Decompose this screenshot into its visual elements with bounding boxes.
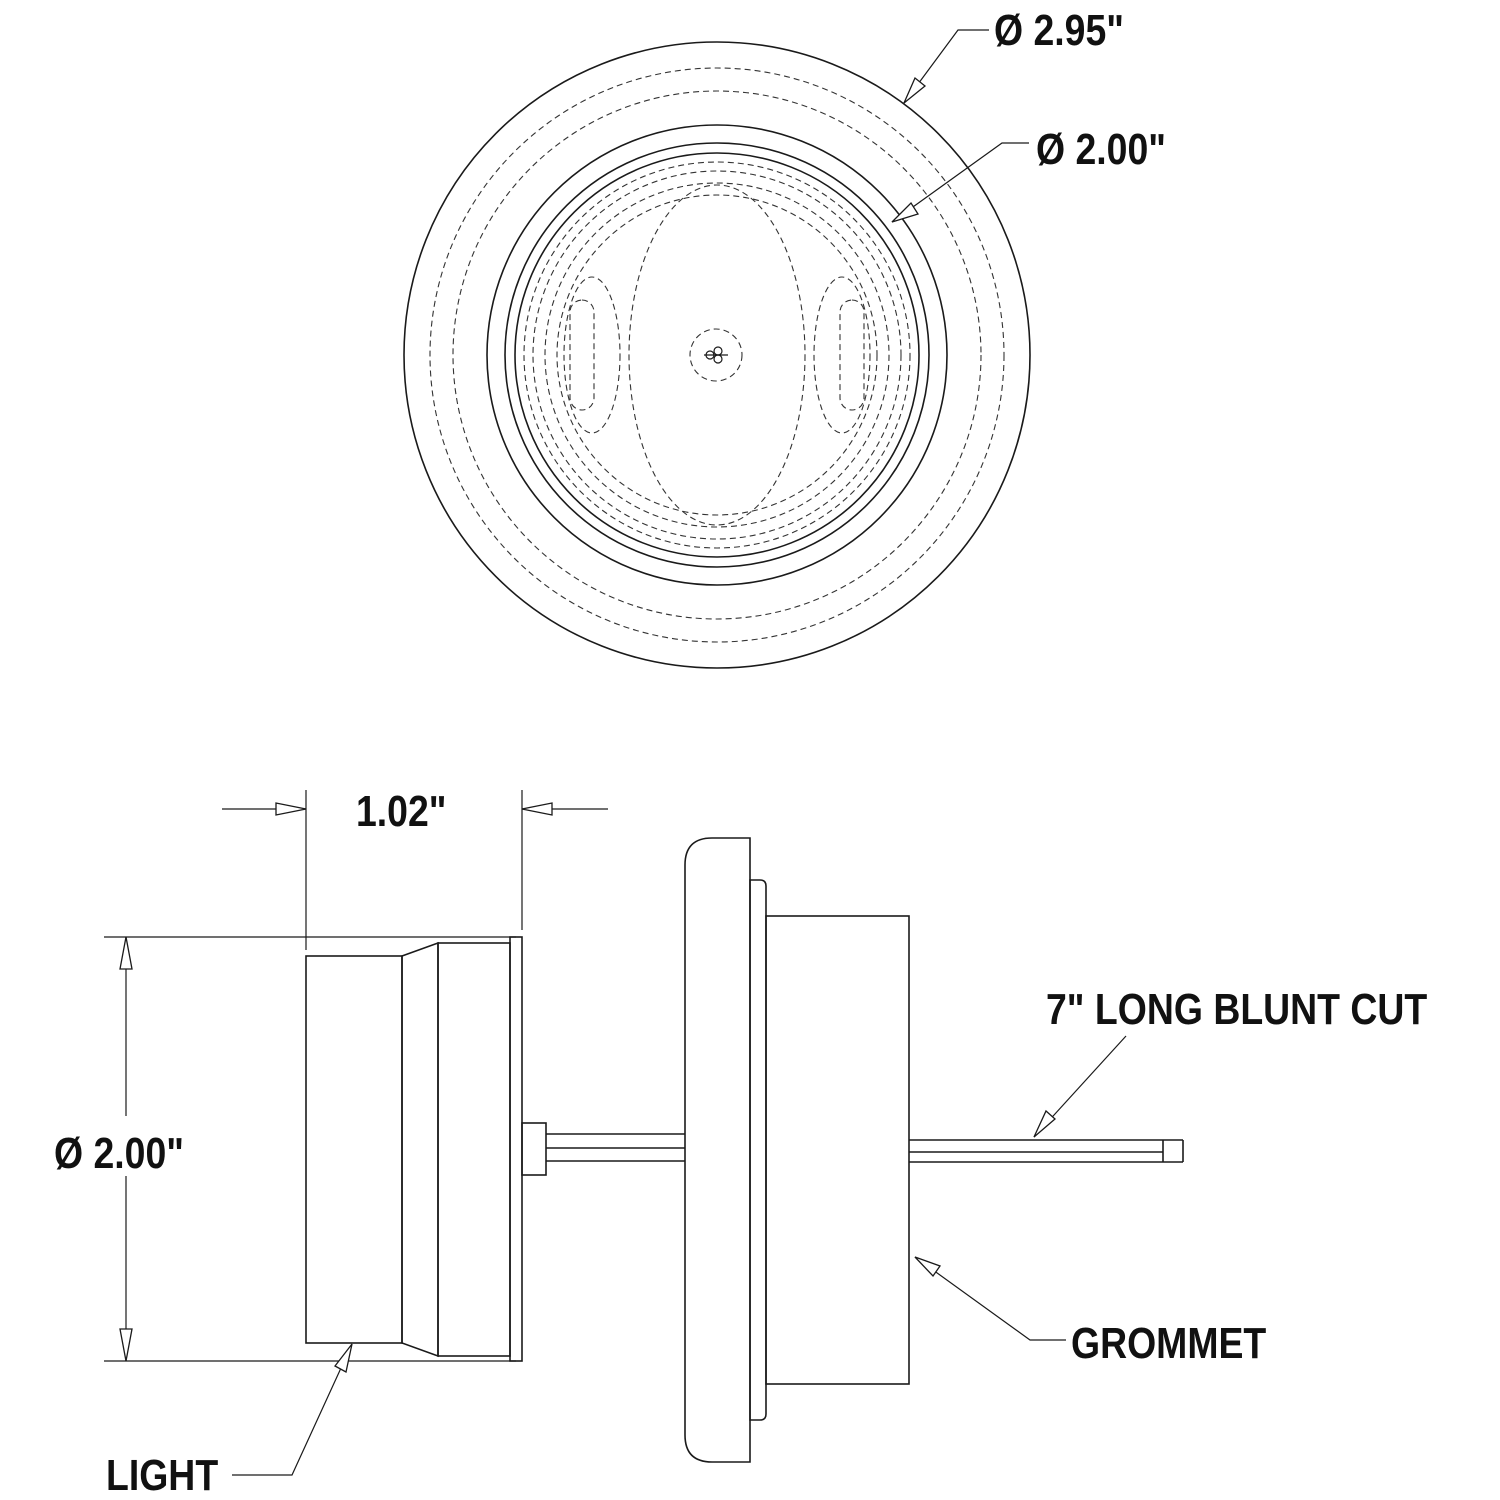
outer-flange-circle [403,41,1031,669]
light-housing-section [437,942,511,1357]
lens-hidden-circle-4 [556,194,878,516]
side-diameter-label: Ø 2.00" [54,1128,184,1178]
light-lens-section [305,955,403,1344]
side-diameter-dimension: Ø 2.00" [54,936,516,1362]
grommet-flange [684,837,751,1463]
inner-diameter-callout: Ø 2.00" [891,124,1166,223]
side-diameter-arrowhead-bottom [119,1328,133,1362]
outer-diameter-arrowhead [903,76,927,104]
connector-boss [521,1122,547,1176]
lens-inner-circle [514,152,920,558]
center-pin-3 [713,354,723,364]
center-pin-2 [713,346,723,356]
grommet-label: GROMMET [1071,1318,1266,1368]
inner-diameter-arrowhead [891,201,920,223]
right-pod-slot [839,299,865,411]
light-callout: LIGHT [106,1343,353,1500]
inner-diameter-label: Ø 2.00" [1036,124,1166,174]
flange-hidden-circle-1 [429,67,1005,643]
wire-callout: 7" LONG BLUNT CUT [1033,984,1427,1138]
lens-hidden-circle-1 [523,161,911,549]
grommet-body [684,837,910,1463]
front-view [403,41,1031,669]
wire-arrowhead [1033,1109,1056,1138]
bezel-circle [486,124,948,586]
center-hub-circle [689,328,743,382]
wire-bundle-left [546,1133,685,1162]
light-flange-ring [509,936,523,1362]
light-arrowhead [334,1343,353,1373]
right-pod-ellipse [813,276,871,434]
light-taper-section [401,941,439,1358]
light-label: LIGHT [106,1450,218,1500]
center-ellipse [628,184,806,526]
lens-hidden-circle-3 [544,182,890,528]
grommet-lip [749,879,767,1421]
wire-label: 7" LONG BLUNT CUT [1046,984,1427,1034]
lens-outer-circle [504,142,930,568]
left-pod-slot [569,299,595,411]
outer-diameter-label: Ø 2.95" [994,5,1124,55]
lens-hidden-circle-2 [532,170,902,540]
wire-bundle-right [909,1139,1184,1163]
light-body [305,936,547,1362]
flange-hidden-circle-2 [452,90,982,620]
depth-label: 1.02" [356,786,447,836]
depth-arrowhead-right [521,802,553,816]
outer-diameter-callout: Ø 2.95" [903,5,1124,104]
depth-dimension: 1.02" [222,786,608,950]
side-diameter-arrowhead-top [119,936,133,970]
grommet-sleeve [765,915,910,1385]
grommet-callout: GROMMET [914,1256,1266,1368]
left-pod-ellipse [563,276,621,434]
depth-arrowhead-left [275,802,307,816]
grommet-arrowhead [914,1256,942,1278]
